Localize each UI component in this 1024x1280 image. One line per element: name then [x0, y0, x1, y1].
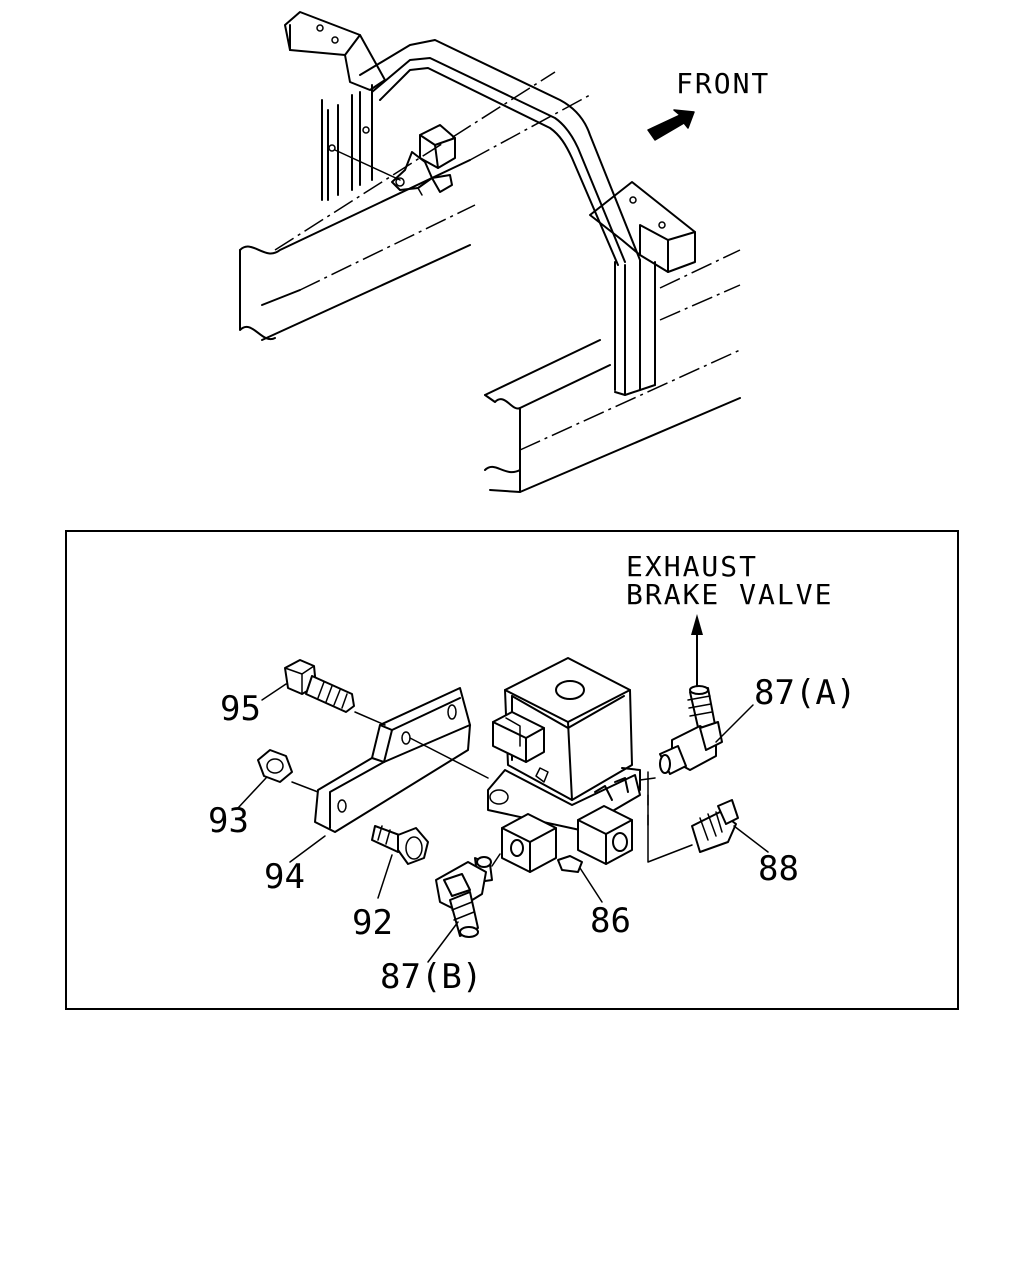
- callout-94: 94: [264, 857, 305, 897]
- part-95-flange-bolt: [284, 659, 355, 713]
- detail-view: EXHAUST BRAKE VALVE: [208, 550, 856, 997]
- arrow-icon: [647, 109, 695, 141]
- callout-92: 92: [352, 903, 393, 943]
- chassis-overview: FRONT: [239, 11, 770, 493]
- callout-87b: 87(B): [380, 957, 482, 997]
- part-87a-elbow-fitting: [659, 685, 723, 775]
- part-92-bolt: [371, 825, 429, 865]
- callout-93: 93: [208, 801, 249, 841]
- callout-88: 88: [758, 849, 799, 889]
- frame-hole: [328, 144, 336, 152]
- part-86-solenoid-valve: [487, 657, 641, 873]
- leader-lines: [237, 683, 769, 963]
- callout-86: 86: [590, 901, 631, 941]
- exhaust-label-line1: EXHAUST: [626, 550, 758, 583]
- front-label: FRONT: [676, 67, 770, 100]
- crossmember: [321, 39, 656, 396]
- part-93-nut: [257, 749, 293, 783]
- detail-frame: [65, 530, 959, 1010]
- frame-hole: [362, 126, 370, 134]
- callout-95: 95: [220, 689, 261, 729]
- callout-87a: 87(A): [754, 673, 856, 713]
- left-frame-rail: [239, 71, 591, 341]
- left-gusset: [284, 11, 386, 91]
- solenoid-valve-location: [334, 124, 456, 196]
- exhaust-label-line2: BRAKE VALVE: [626, 578, 833, 611]
- front-arrow: FRONT: [647, 67, 770, 141]
- right-frame-rail: [484, 249, 741, 493]
- part-87b-elbow-fitting: [435, 856, 493, 938]
- assembly-lines: [291, 711, 693, 867]
- part-88-plug: [691, 799, 739, 853]
- right-gusset: [589, 181, 696, 273]
- arrow-up-icon: [691, 614, 703, 635]
